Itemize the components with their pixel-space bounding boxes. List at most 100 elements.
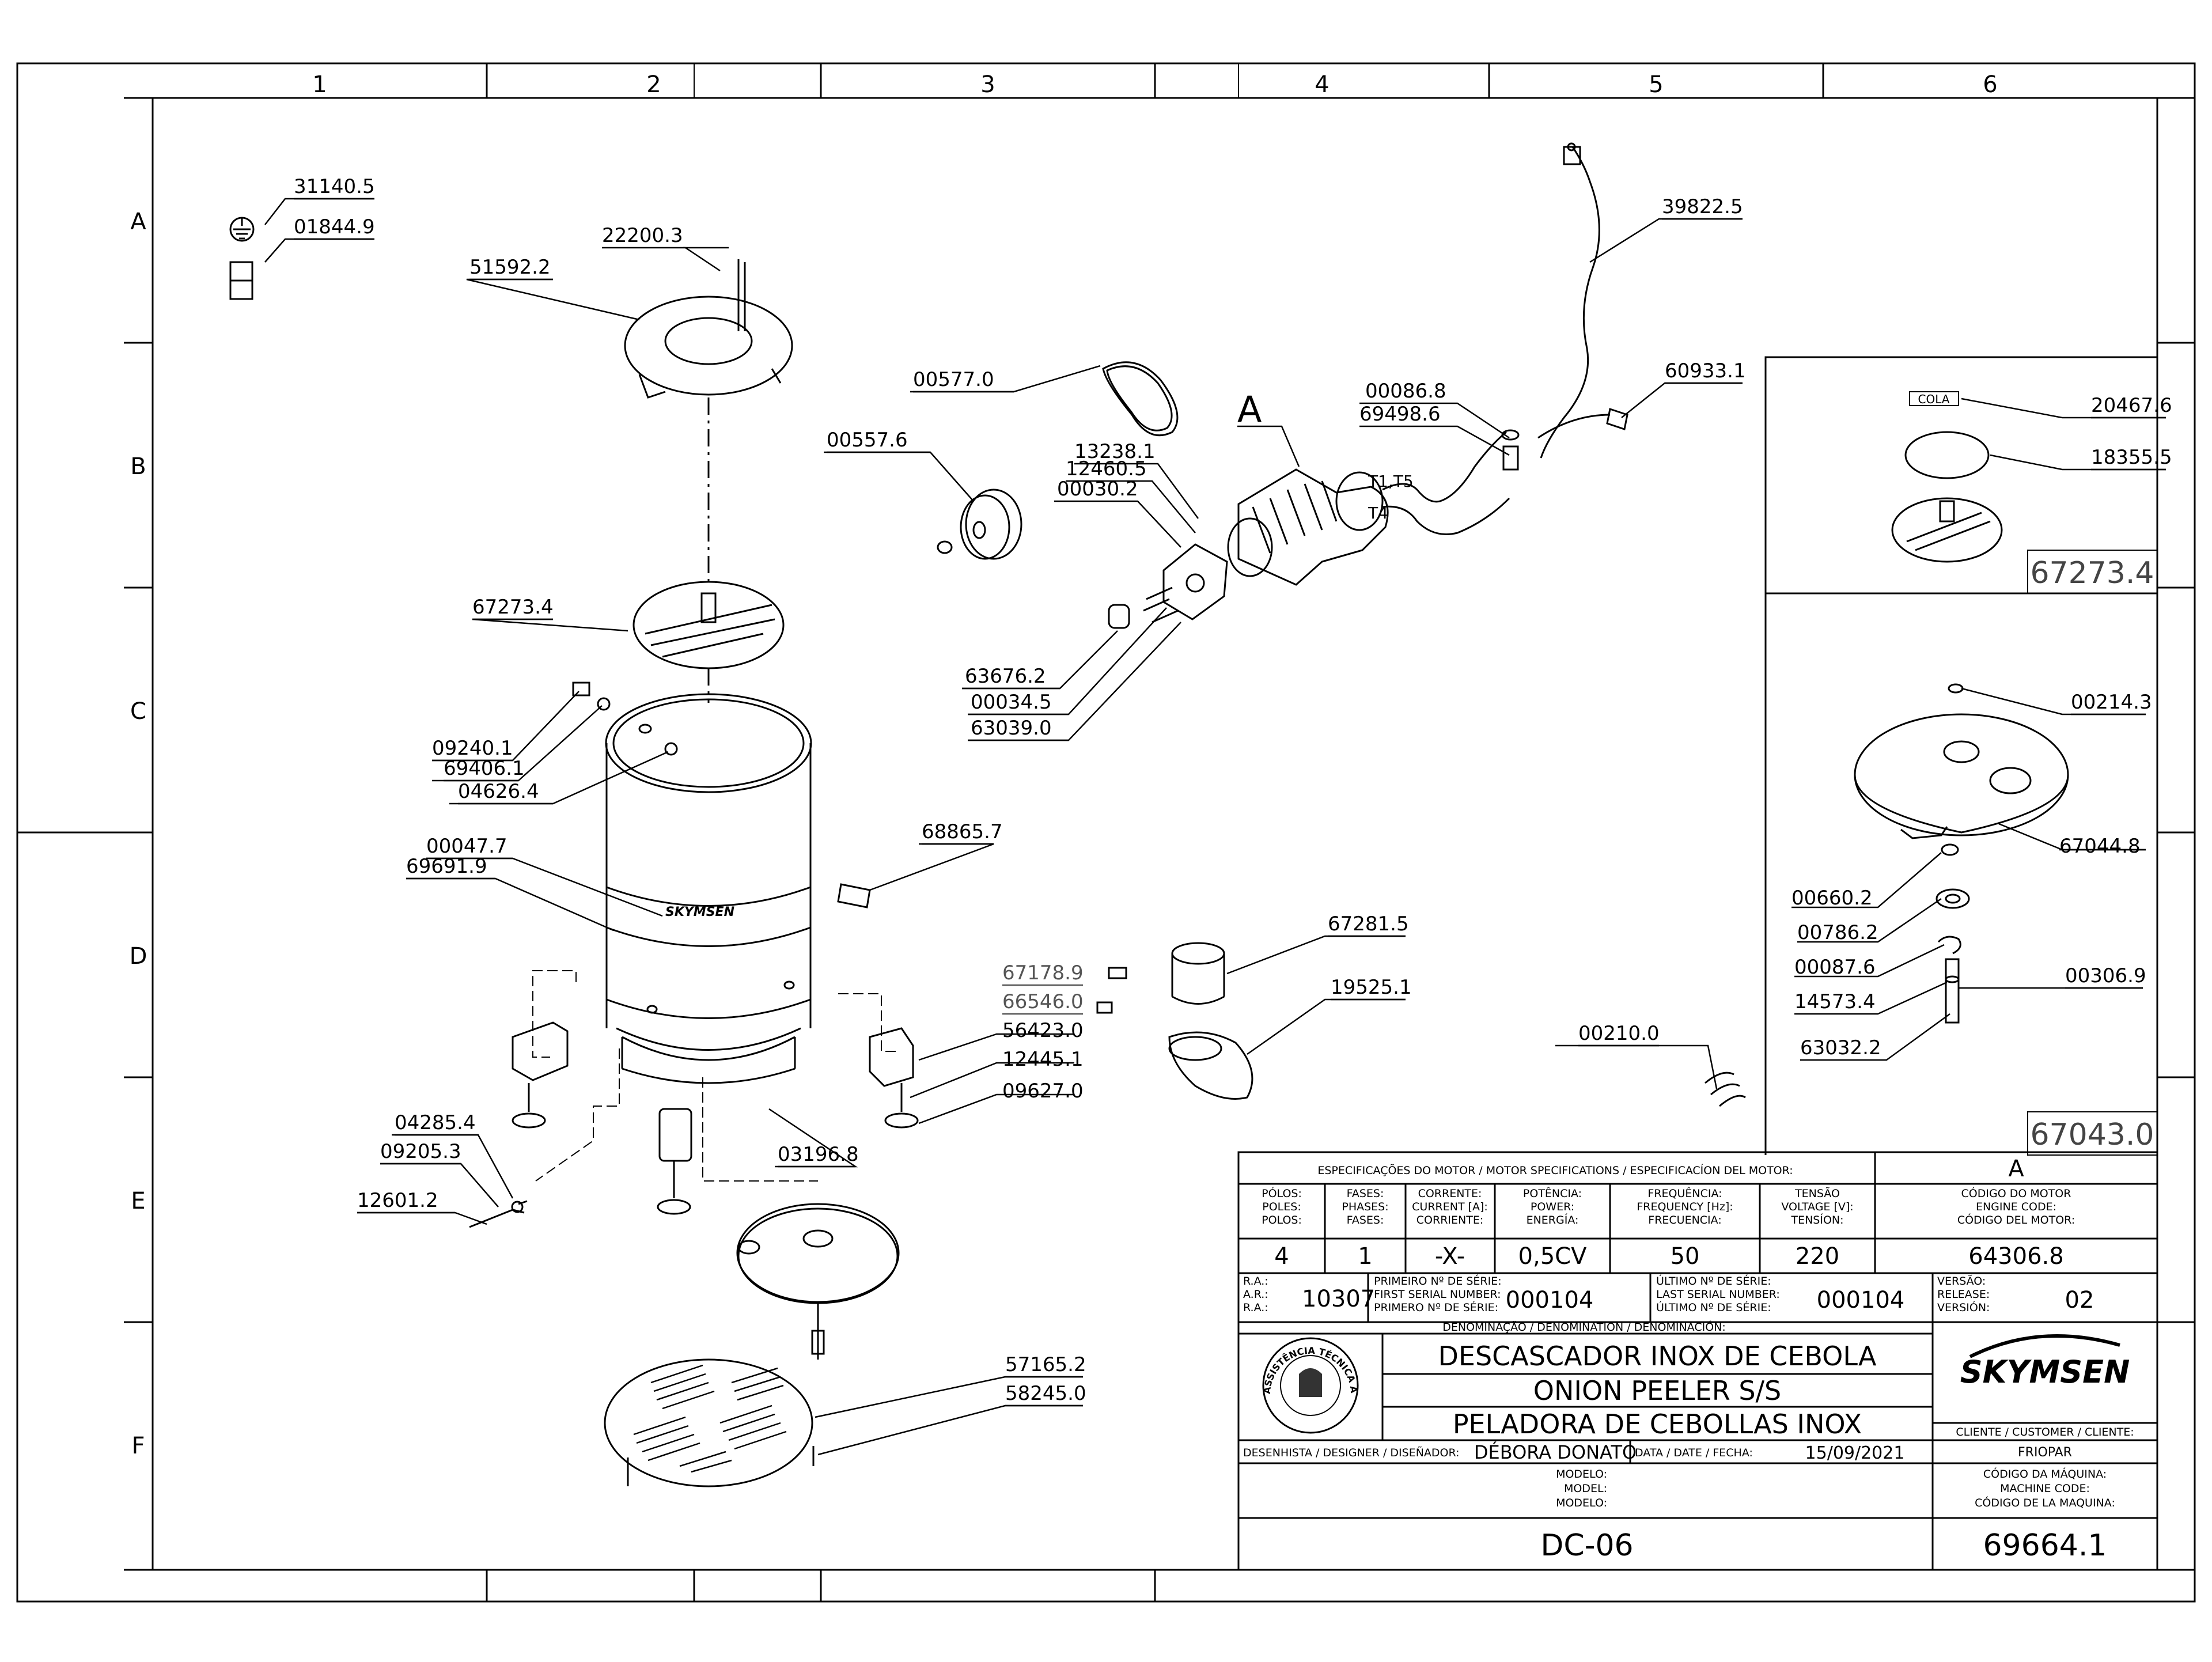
part-callout[interactable]: 51592.2 (469, 256, 551, 279)
part-callout[interactable]: 00047.7 (426, 835, 507, 858)
part-callout[interactable]: 63039.0 (971, 717, 1052, 740)
part-callout[interactable]: 00087.6 (1794, 956, 1876, 979)
part-callout[interactable]: 63032.2 (1800, 1036, 1881, 1059)
part-callout[interactable]: 00086.8 (1365, 380, 1446, 403)
spec-value: 4 (1274, 1243, 1289, 1270)
spec-col-header: TENSÃO (1794, 1187, 1840, 1200)
part-callout[interactable]: 20467.6 (2091, 394, 2172, 417)
denomination-label: DENOMINAÇÃO / DENOMINATION / DENOMINACIÓ… (1442, 1320, 1726, 1334)
column-label: 1 (312, 71, 327, 98)
spec-col-header: PHASES: (1342, 1201, 1388, 1213)
part-callout[interactable]: 00660.2 (1791, 887, 1873, 910)
column-label: 5 (1649, 71, 1663, 98)
part-callout[interactable]: 22200.3 (602, 224, 683, 247)
part-callout[interactable]: 67044.8 (2059, 835, 2141, 858)
last-serial: 000104 (1817, 1287, 1905, 1313)
model-label: MODEL: (1564, 1482, 1607, 1495)
machine-code-label: CÓDIGO DA MÁQUINA: (1983, 1467, 2107, 1481)
client-label: CLIENTE / CUSTOMER / CLIENTE: (1956, 1426, 2134, 1438)
spec-value: 0,5CV (1518, 1243, 1588, 1270)
part-callout[interactable]: 00786.2 (1797, 921, 1878, 944)
first-serial-label: PRIMEIRO Nº DE SÉRIE: (1374, 1274, 1502, 1288)
spec-col-header: CORRIENTE: (1416, 1214, 1483, 1226)
part-callout[interactable]: 00214.3 (2071, 691, 2152, 714)
row-label: A (130, 209, 146, 235)
detail-reference: A (2008, 1156, 2024, 1182)
part-callout[interactable]: 63676.2 (965, 665, 1046, 688)
part-callout[interactable]: 00306.9 (2065, 964, 2146, 987)
part-callout[interactable]: 67281.5 (1328, 913, 1409, 936)
designer: DÉBORA DONATO (1474, 1441, 1637, 1463)
sheet-frame (16, 62, 2196, 1603)
row-label: B (130, 453, 146, 480)
part-callout[interactable]: 00557.6 (827, 429, 908, 452)
version-label: VERSIÓN: (1937, 1300, 1990, 1314)
part-callout[interactable]: 00210.0 (1578, 1022, 1660, 1045)
spec-value: 1 (1358, 1243, 1372, 1270)
part-callout[interactable]: 12601.2 (357, 1189, 438, 1212)
column-label: 2 (646, 71, 661, 98)
part-callout[interactable]: 12445.1 (1002, 1048, 1084, 1071)
part-callout[interactable]: 00577.0 (913, 368, 994, 391)
callout-underlines (294, 198, 2166, 1407)
part-drawings (229, 142, 2166, 1487)
part-callout[interactable]: 69498.6 (1359, 403, 1441, 426)
designer-label: DESENHISTA / DESIGNER / DISEÑADOR: (1243, 1446, 1460, 1459)
first-serial: 000104 (1506, 1287, 1594, 1313)
bottom-plate (736, 1203, 900, 1303)
part-callout[interactable]: 12460.5 (1066, 457, 1147, 480)
part-callout[interactable]: 14573.4 (1794, 990, 1876, 1013)
part-callout[interactable]: 09205.3 (380, 1140, 461, 1163)
part-callout[interactable]: 00034.5 (971, 691, 1052, 714)
part-callout[interactable]: 19525.1 (1331, 976, 1412, 999)
pulley (965, 489, 1022, 560)
part-callout[interactable]: 04285.4 (395, 1111, 476, 1134)
product-name-en: ONION PEELER S/S (1533, 1375, 1781, 1406)
part-callout[interactable]: 04626.4 (458, 780, 539, 803)
part-callout[interactable]: 66546.0 (1002, 990, 1084, 1013)
row-label: E (131, 1188, 145, 1214)
spec-col-header: PÓLOS: (1262, 1186, 1302, 1200)
part-callout[interactable]: 68865.7 (922, 820, 1003, 843)
date: 15/09/2021 (1805, 1443, 1905, 1463)
part-callout[interactable]: 57165.2 (1005, 1353, 1086, 1376)
spec-value: 50 (1671, 1243, 1700, 1270)
spec-col-header: TENSÍON: (1790, 1213, 1843, 1226)
part-callout[interactable]: 67273.4 (472, 596, 554, 619)
title-block-lines (1237, 1151, 2158, 1571)
callout-labels: 31140.5 01844.9 22200.3 51592.2 67273.4 … (294, 175, 2172, 1405)
part-callout[interactable]: 03196.8 (778, 1143, 859, 1166)
spec-value: -X- (1435, 1243, 1465, 1270)
part-callout[interactable]: 18355.5 (2091, 446, 2172, 469)
row-label: F (131, 1433, 145, 1459)
brand-name: SKYMSEN (1960, 1354, 2130, 1390)
spec-col-header: FASES: (1347, 1187, 1384, 1200)
part-callout[interactable]: 39822.5 (1662, 195, 1743, 218)
part-callout[interactable]: 60933.1 (1665, 359, 1746, 383)
ra-label: A.R.: (1243, 1288, 1268, 1301)
part-callout[interactable]: 58245.0 (1005, 1382, 1086, 1405)
product-name-es: PELADORA DE CEBOLLAS INOX (1453, 1409, 1862, 1440)
part-callout[interactable]: 00030.2 (1057, 478, 1138, 501)
ra-label: R.A.: (1243, 1275, 1268, 1288)
model: DC-06 (1540, 1528, 1633, 1563)
cola-tag-box (1909, 391, 1959, 406)
engine-code: 64306.8 (1968, 1243, 2063, 1270)
part-callout[interactable]: 67178.9 (1002, 961, 1084, 985)
spec-col-header: CORRENTE: (1418, 1187, 1482, 1200)
last-serial-label: LAST SERIAL NUMBER: (1656, 1288, 1780, 1301)
part-callout[interactable]: 09627.0 (1002, 1080, 1084, 1103)
spec-col-header: ENERGÍA: (1527, 1213, 1579, 1226)
wire-segment (1705, 1072, 1746, 1107)
part-callout[interactable]: 31140.5 (294, 175, 375, 198)
ra-value: 10307 (1302, 1286, 1375, 1312)
part-callout[interactable]: 09240.1 (432, 737, 513, 760)
part-callout[interactable]: 01844.9 (294, 215, 375, 238)
row-label: D (130, 943, 147, 970)
column-label: 6 (1983, 71, 1997, 98)
part-callout[interactable]: 13238.1 (1074, 440, 1156, 463)
part-callout[interactable]: 56423.0 (1002, 1019, 1084, 1042)
terminal-label: T1,T5 (1368, 472, 1414, 491)
